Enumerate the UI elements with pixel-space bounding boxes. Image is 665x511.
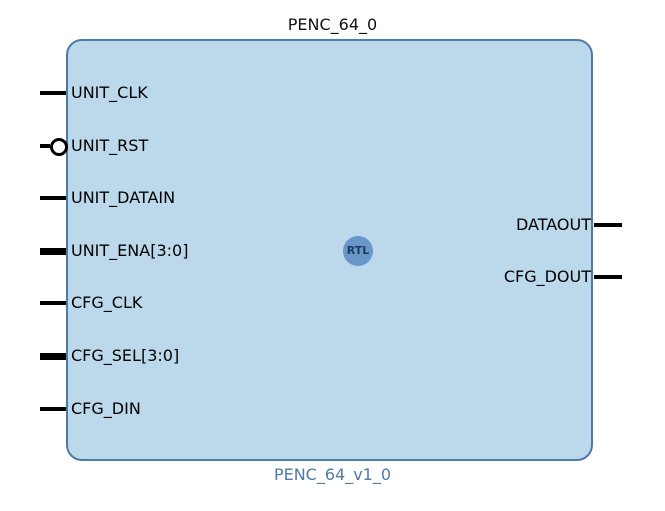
port-label: CFG_SEL[3:0] [71, 346, 180, 365]
output-port-dataout[interactable]: DATAOUT [480, 215, 622, 235]
pin-line [40, 301, 66, 305]
instance-name: PENC_64_0 [287, 15, 378, 34]
output-port-cfg-dout[interactable]: CFG_DOUT [480, 267, 622, 287]
rtl-badge-icon: RTL [343, 236, 373, 266]
port-label: UNIT_ENA[3:0] [71, 241, 189, 260]
port-label: UNIT_DATAIN [71, 188, 176, 207]
port-label: UNIT_RST [71, 136, 149, 155]
pin-line [40, 144, 50, 148]
pin-line [594, 275, 622, 279]
port-label: DATAOUT [515, 215, 591, 234]
bus-pin-line [40, 248, 66, 255]
pin-line [594, 223, 622, 227]
port-label: UNIT_CLK [71, 83, 148, 102]
pin-line [40, 91, 66, 95]
port-label: CFG_DIN [71, 399, 141, 418]
pin-line [40, 407, 66, 411]
bus-pin-line [40, 353, 66, 360]
pin-line [40, 196, 66, 200]
port-label: CFG_CLK [71, 293, 143, 312]
ip-block[interactable] [66, 39, 593, 461]
inversion-bubble-icon [50, 138, 68, 156]
module-name: PENC_64_v1_0 [273, 465, 392, 484]
port-label: CFG_DOUT [503, 267, 591, 286]
